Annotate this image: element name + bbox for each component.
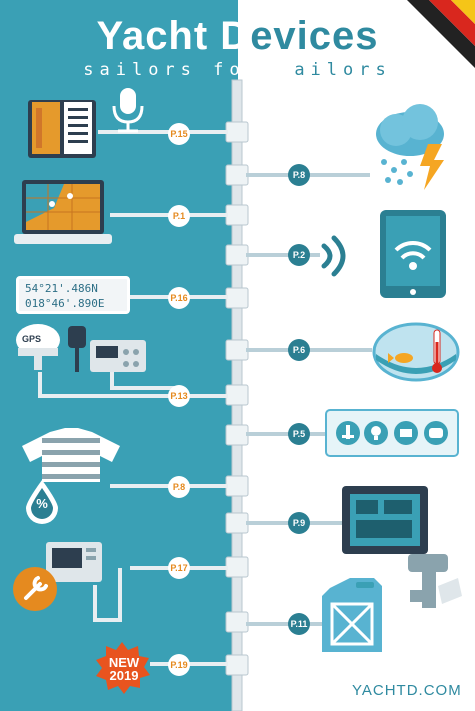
jerrycan-icon	[322, 578, 382, 652]
page-badge-p17[interactable]: P.17	[168, 557, 190, 579]
title-part-left: Yacht D	[96, 14, 251, 58]
new-label: NEW	[108, 655, 140, 670]
tablet-wifi-icon	[380, 210, 446, 298]
humidity-drop-icon	[26, 480, 58, 524]
striped-shirt-icon	[22, 428, 120, 482]
wireless-signal-icon	[321, 235, 346, 277]
microphone-icon	[112, 88, 144, 133]
book-icon	[28, 100, 96, 158]
weather-cloud-icon	[376, 104, 444, 190]
gps-antenna-icon	[16, 324, 60, 370]
page-badge-p1[interactable]: P.1	[168, 205, 190, 227]
page-badge-p8-right[interactable]: P.8	[288, 164, 310, 186]
control-buttons-panel	[325, 409, 459, 457]
marine-engine-icon	[342, 486, 462, 608]
latitude-text: 54°21'.486N	[25, 282, 98, 295]
page-badge-p9[interactable]: P.9	[288, 512, 310, 534]
page-badge-p11[interactable]: P.11	[288, 613, 310, 635]
wrench-icon	[13, 567, 57, 611]
page-badge-p16[interactable]: P.16	[168, 287, 190, 309]
brand-title: Yacht Devices	[0, 14, 475, 59]
new-2019-badge-icon	[96, 642, 150, 694]
pipe-connectors	[225, 121, 249, 676]
fishbowl-thermometer-icon	[372, 322, 460, 382]
page-badge-p2[interactable]: P.2	[288, 244, 310, 266]
title-part-right: evices	[250, 14, 379, 58]
page-badge-p8-left[interactable]: P.8	[168, 476, 190, 498]
page-badge-p15[interactable]: P.15	[168, 123, 190, 145]
page-badge-p13[interactable]: P.13	[168, 385, 190, 407]
german-flag-icon	[395, 0, 475, 80]
page-badge-p6[interactable]: P.6	[288, 339, 310, 361]
brand-subtitle: sailors for sailors	[0, 60, 475, 80]
percent-label: %	[36, 496, 48, 511]
longitude-text: 018°46'.890E	[25, 297, 105, 310]
monitor-icon	[46, 542, 102, 582]
vhf-radio-icon	[68, 326, 146, 372]
page-badge-p19[interactable]: P.19	[168, 654, 190, 676]
page-badge-p5[interactable]: P.5	[288, 423, 310, 445]
gps-coordinate-display: 54°21'.486N 018°46'.890E	[16, 276, 130, 314]
year-label: 2019	[109, 668, 139, 683]
subtitle-part-left: sailors for s	[83, 60, 295, 80]
subtitle-part-right: ailors	[294, 60, 392, 80]
gps-label: GPS	[22, 334, 42, 344]
new-badge-text: NEW 2019	[96, 656, 152, 682]
website-link[interactable]: YACHTD.COM	[352, 682, 462, 699]
laptop-chart-icon	[14, 180, 112, 244]
